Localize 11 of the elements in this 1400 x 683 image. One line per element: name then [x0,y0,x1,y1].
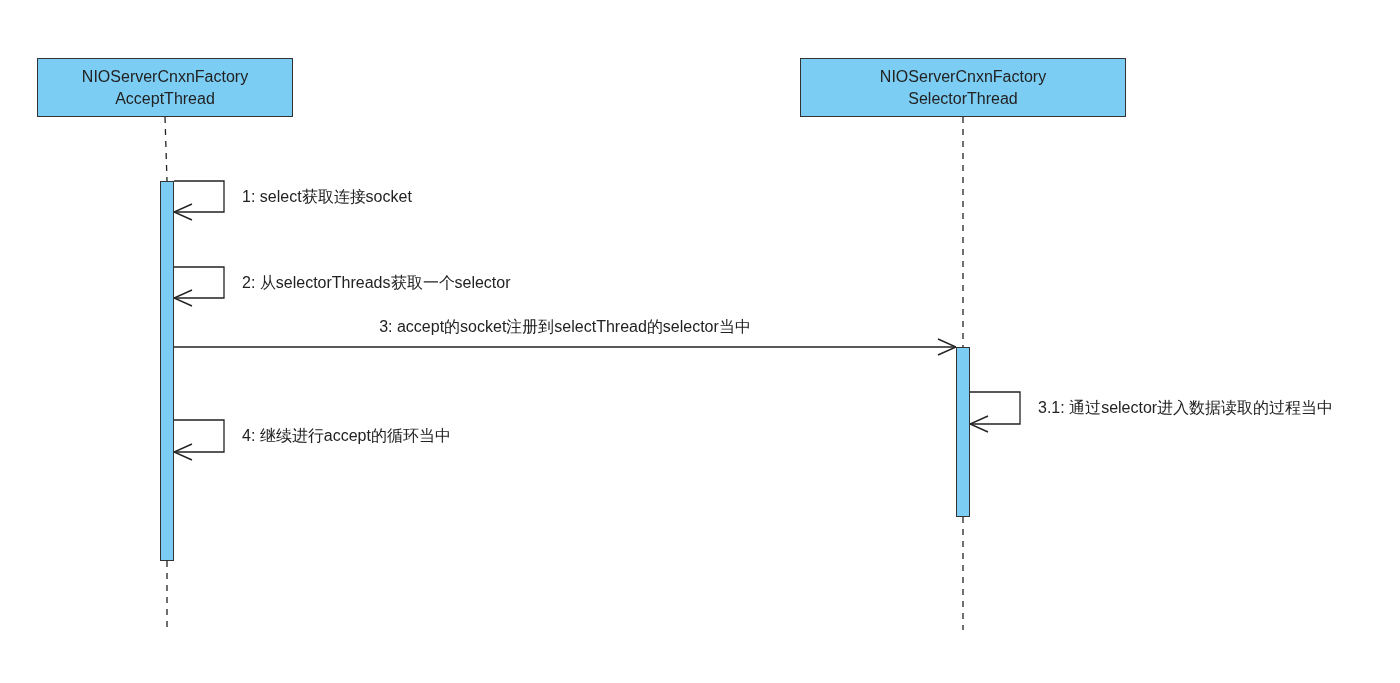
self-message-arrow [173,180,225,221]
self-message-arrow [173,419,225,461]
activation-bar [956,347,970,517]
lifeline [164,116,168,182]
activation-bar [160,181,174,561]
self-message-arrow [173,266,225,307]
lifeline [962,116,964,348]
self-message-arrow [969,391,1021,433]
lifeline-header: NIOServerCnxnFactory AcceptThread [37,58,293,117]
message-arrow [173,338,957,356]
lifeline-header: NIOServerCnxnFactory SelectorThread [800,58,1126,117]
